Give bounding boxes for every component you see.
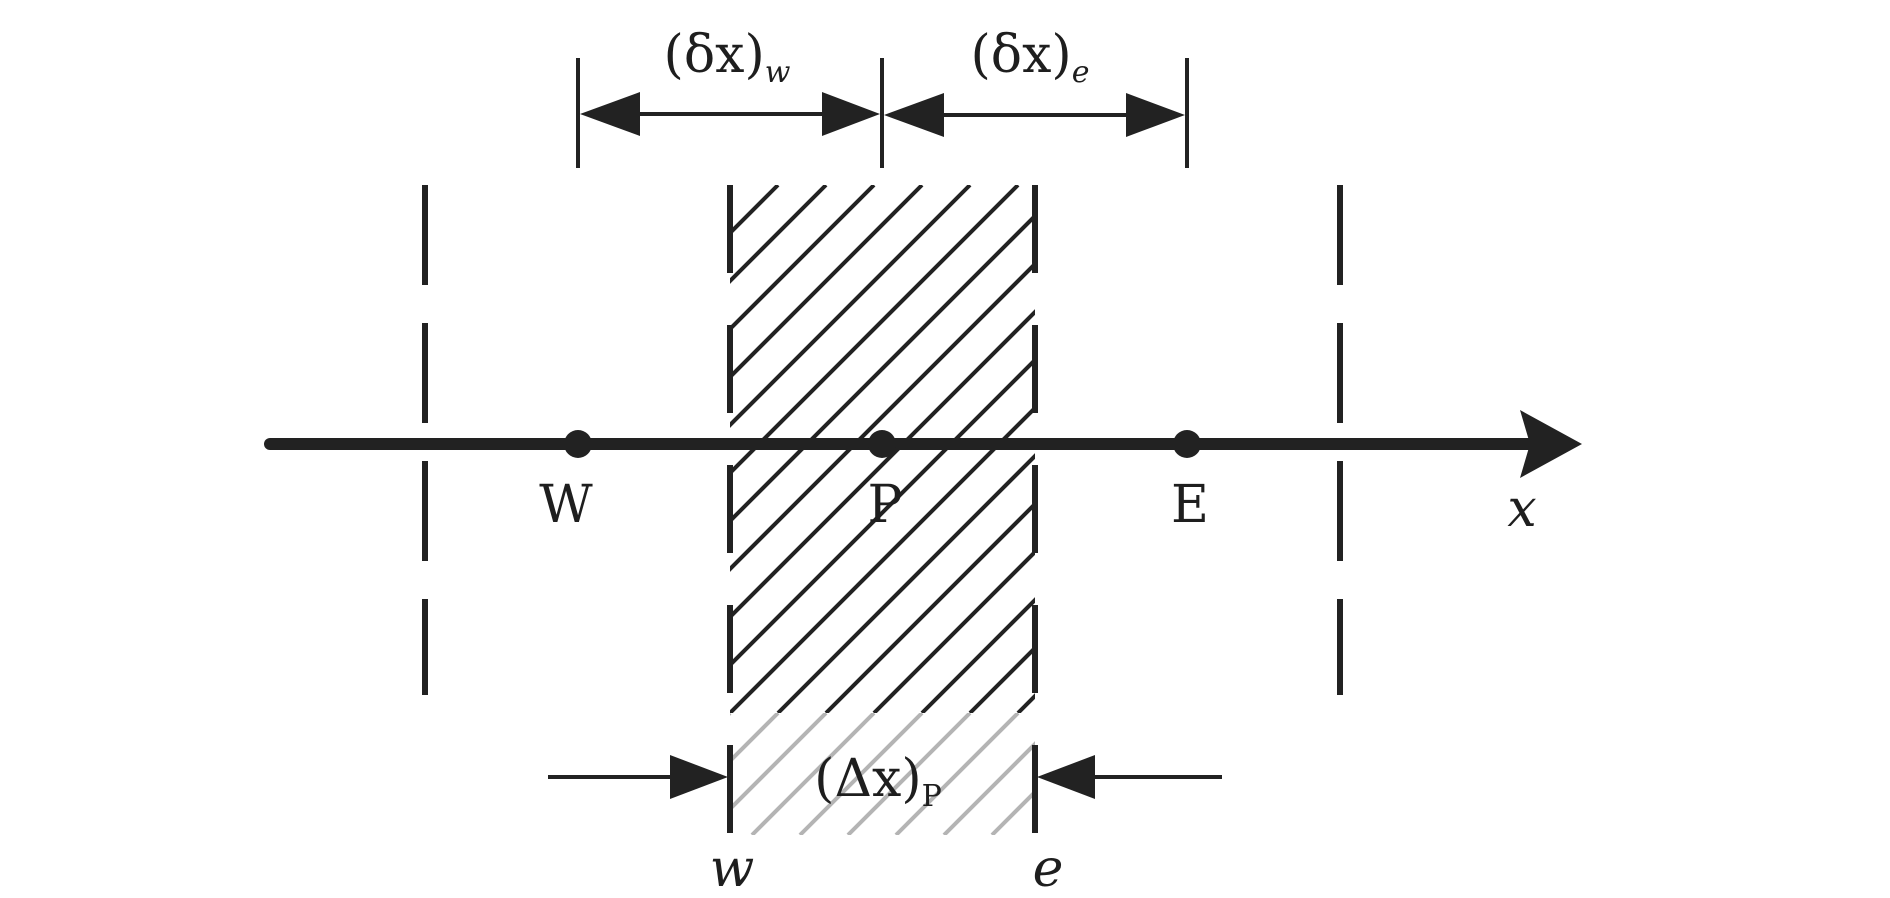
node-east-dot xyxy=(1173,430,1201,458)
node-center-dot xyxy=(868,430,896,458)
west-spacing-label-main: (δx) xyxy=(664,25,765,85)
hatch-stroke-faded xyxy=(798,713,924,835)
hatch-stroke-faded xyxy=(894,713,1020,835)
node-center-label: P xyxy=(868,475,903,535)
hatch-stroke xyxy=(1546,185,1890,713)
node-west-dot xyxy=(564,430,592,458)
hatch-stroke-faded xyxy=(730,713,828,812)
cell-width-label-subscript: P xyxy=(922,779,942,814)
hatch-stroke xyxy=(872,549,1035,713)
hatch-stroke xyxy=(920,597,1035,713)
cell-width-arrow-left xyxy=(670,755,728,799)
x-axis-arrowhead xyxy=(1520,410,1582,478)
hatch-stroke xyxy=(730,185,972,428)
west-spacing-arrow-right xyxy=(822,92,880,136)
east-spacing-arrow-right xyxy=(1126,93,1185,137)
cell-width-label: (Δx)P xyxy=(814,749,942,814)
face-east-label: e xyxy=(1033,839,1064,898)
hatch-stroke-faded xyxy=(750,713,876,835)
node-east-label: E xyxy=(1171,475,1209,535)
hatch-stroke-faded xyxy=(1088,713,1210,835)
hatch-stroke-faded xyxy=(730,713,780,764)
east-spacing-arrow-left xyxy=(884,93,944,137)
face-west-label: w xyxy=(710,839,755,898)
hatch-stroke xyxy=(730,185,828,284)
west-spacing-label-subscript: w xyxy=(765,55,791,90)
cell-width-arrow-right xyxy=(1037,755,1095,799)
west-spacing-label: (δx)w xyxy=(664,25,791,90)
hatch-stroke xyxy=(824,501,1035,713)
hatch-stroke xyxy=(730,185,924,380)
west-spacing-arrow-left xyxy=(580,92,640,136)
x-axis-label: x xyxy=(1507,479,1536,539)
east-spacing-label: (δx)e xyxy=(971,25,1090,90)
hatch-stroke-faded xyxy=(990,789,1035,835)
node-west-label: W xyxy=(539,475,593,535)
east-spacing-label-main: (δx) xyxy=(971,25,1072,85)
hatch-stroke xyxy=(776,453,1035,713)
cell-width-label-main: (Δx) xyxy=(814,749,921,809)
hatch-stroke-faded xyxy=(942,741,1035,835)
hatch-stroke-faded xyxy=(1136,713,1258,835)
hatch-stroke xyxy=(730,185,876,332)
hatch-stroke-faded xyxy=(846,713,972,835)
control-volume-hatch-faded xyxy=(730,713,1258,835)
east-spacing-label-subscript: e xyxy=(1072,55,1090,90)
